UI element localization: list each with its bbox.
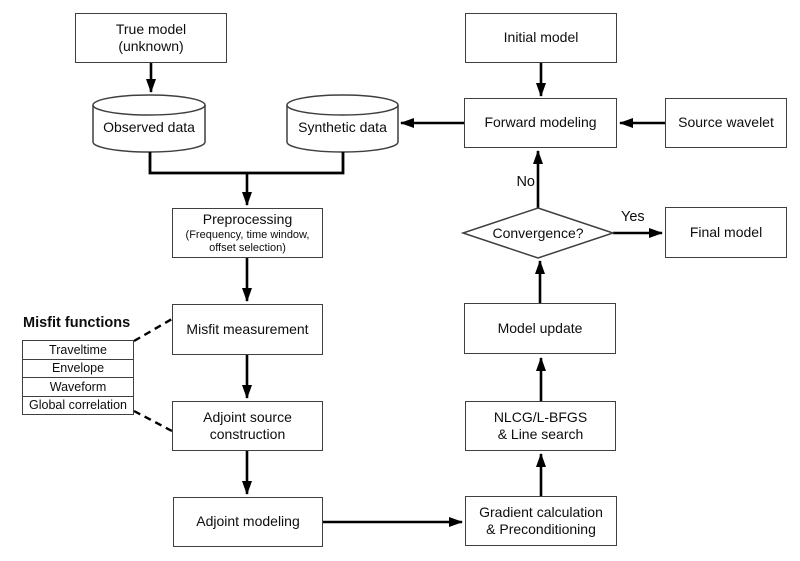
node-label: Source wavelet (678, 114, 774, 131)
convergence-diamond (460, 207, 616, 259)
misfit-functions-title: Misfit functions (23, 315, 131, 331)
node-label: Preprocessing (202, 211, 293, 228)
node-label: Adjoint modeling (196, 513, 300, 530)
node-label: Synthetic data (298, 119, 387, 135)
branch-label-yes: Yes (621, 209, 645, 225)
data-merge-connector (148, 152, 345, 175)
dashed-to-misfit-measurement (133, 317, 173, 343)
observed-data-cylinder (92, 94, 206, 153)
misfit-function-item: Global correlation (23, 395, 133, 415)
node-label: construction (209, 426, 286, 442)
misfit-functions-table: Traveltime Envelope Waveform Global corr… (22, 340, 134, 415)
node-label: Gradient calculation (479, 503, 603, 520)
node-gradient-calculation: Gradient calculation & Preconditioning (465, 496, 617, 546)
dashed-to-adjoint-source (133, 409, 173, 433)
node-label: Observed data (103, 119, 195, 135)
node-initial-model: Initial model (465, 13, 617, 63)
node-misfit-measurement: Misfit measurement (172, 304, 323, 355)
misfit-function-item: Envelope (23, 358, 133, 378)
node-sublabel: (Frequency, time window, (185, 228, 310, 241)
node-convergence: Convergence? (463, 218, 613, 248)
node-model-update: Model update (464, 303, 616, 354)
node-true-model: True model (unknown) (75, 13, 227, 63)
branch-label-no: No (516, 174, 535, 190)
node-label: Forward modeling (484, 114, 597, 131)
node-adjoint-source: Adjoint source construction (172, 401, 323, 451)
misfit-callouts (133, 317, 173, 433)
node-forward-modeling: Forward modeling (464, 98, 617, 148)
node-label: Model update (497, 319, 583, 336)
node-preprocessing: Preprocessing (Frequency, time window, o… (172, 208, 323, 258)
node-sublabel: offset selection) (209, 241, 286, 254)
node-observed-data: Observed data (93, 112, 205, 142)
node-label: True model (115, 20, 187, 37)
node-label: Adjoint source (203, 408, 292, 425)
synthetic-data-cylinder (286, 94, 399, 153)
flow-arrows (146, 63, 665, 527)
node-adjoint-modeling: Adjoint modeling (173, 497, 323, 547)
node-label: & Preconditioning (486, 521, 596, 537)
node-label: Final model (689, 223, 763, 240)
node-label: (unknown) (118, 38, 184, 54)
node-synthetic-data: Synthetic data (287, 112, 398, 142)
node-label: & Line search (497, 426, 584, 442)
node-source-wavelet: Source wavelet (665, 98, 787, 148)
misfit-function-item: Waveform (23, 377, 133, 396)
node-nlcg-line-search: NLCG/L-BFGS & Line search (465, 401, 616, 451)
node-label: Misfit measurement (186, 320, 309, 337)
node-final-model: Final model (665, 207, 787, 258)
node-label: Initial model (503, 29, 579, 46)
misfit-function-item: Traveltime (49, 342, 107, 357)
node-label: Convergence? (492, 225, 584, 241)
node-label: NLCG/L-BFGS (493, 408, 588, 425)
